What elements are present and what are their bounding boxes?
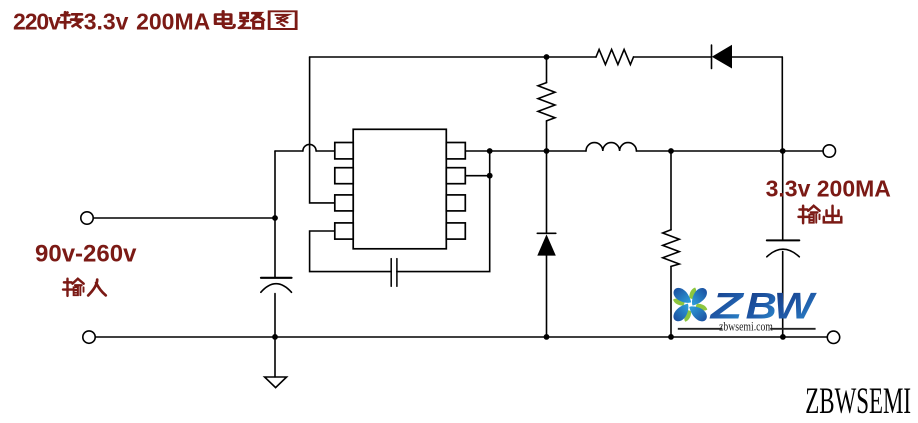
svg-text:200MA: 200MA <box>136 8 210 34</box>
svg-text:220v: 220v <box>13 8 61 34</box>
svg-text:ZBWSEMI: ZBWSEMI <box>805 381 911 422</box>
svg-text:B: B <box>746 285 777 326</box>
svg-text:W: W <box>774 286 818 327</box>
svg-text:Z: Z <box>708 285 745 327</box>
svg-text:90v-260v: 90v-260v <box>35 241 137 268</box>
svg-text:zbwsemi.com: zbwsemi.com <box>719 320 773 333</box>
svg-text:3.3v 200MA: 3.3v 200MA <box>766 176 891 202</box>
svg-text:3.3v: 3.3v <box>84 8 129 34</box>
